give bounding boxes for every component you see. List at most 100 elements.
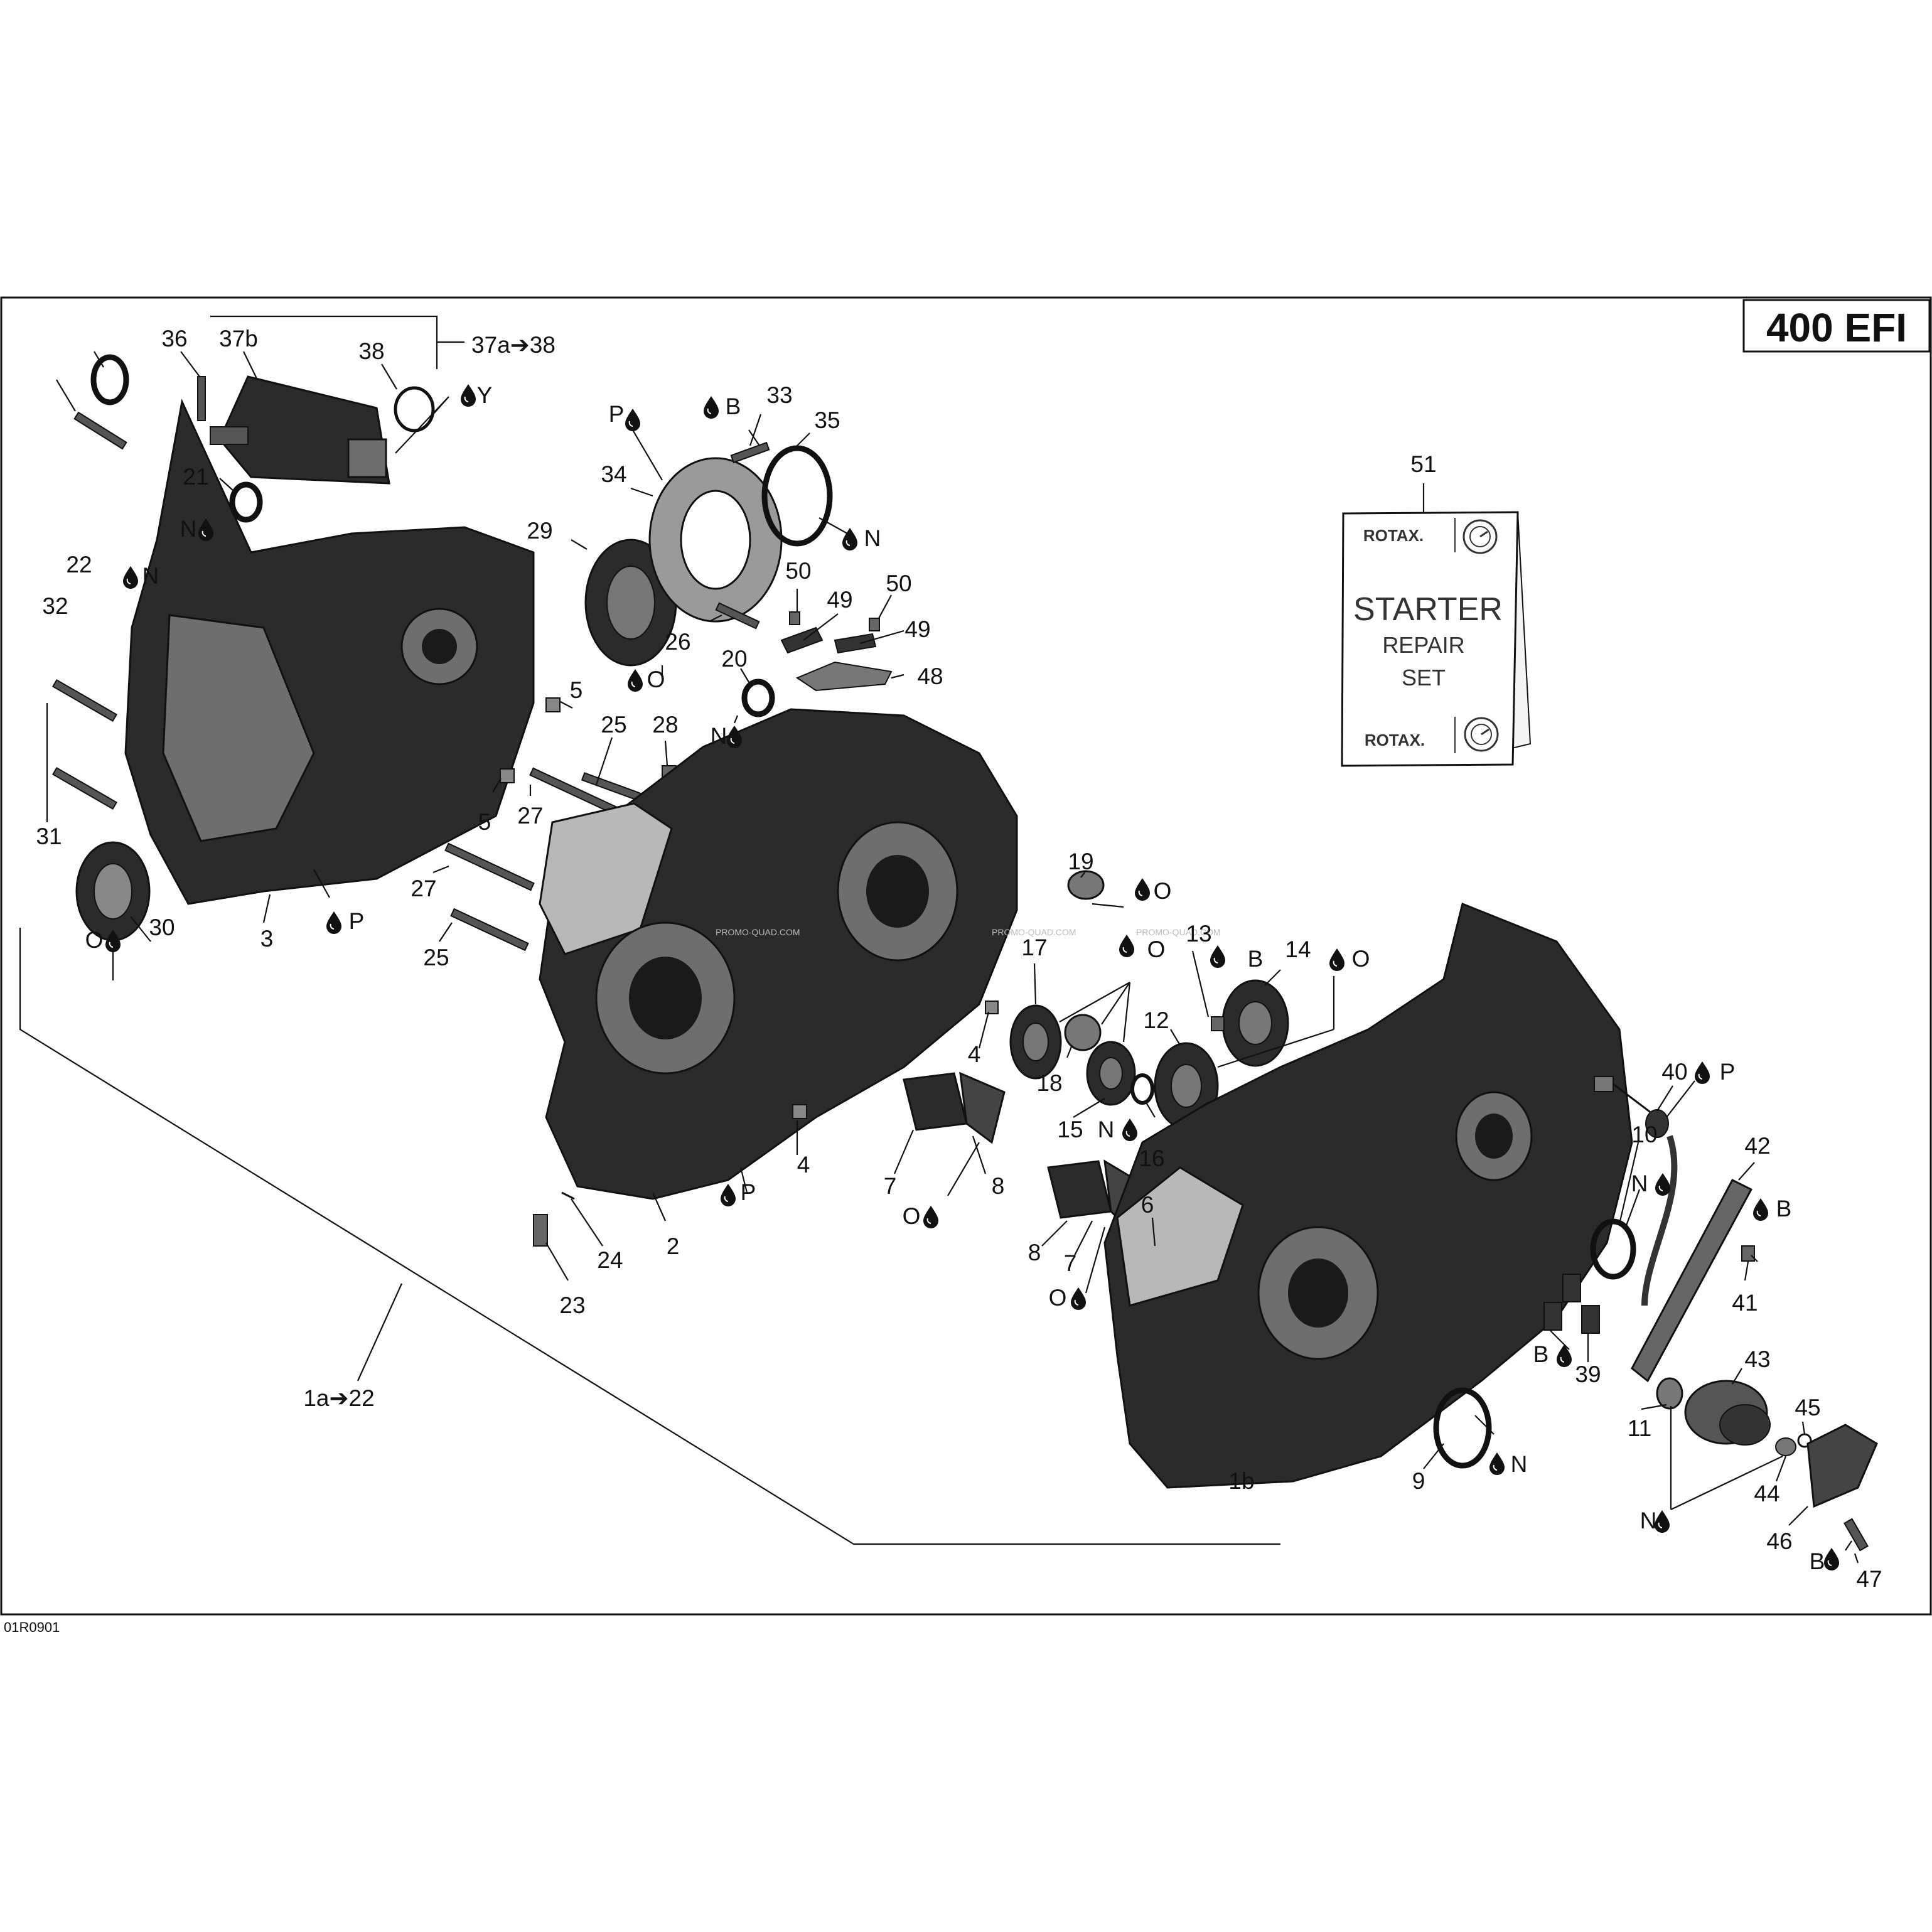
- kit-brand-top: ROTAX.: [1363, 526, 1424, 545]
- callout-o-cluster: O: [1147, 936, 1166, 962]
- callout-p-3: P: [349, 908, 365, 934]
- callout-30: 30: [149, 915, 174, 940]
- callout-n-11: N: [1640, 1508, 1657, 1533]
- seal-16: [1130, 1073, 1154, 1105]
- diagram-frame: [0, 296, 1932, 1616]
- left-crankcase-half: [124, 399, 535, 905]
- starter-repair-kit: ROTAX. STARTER REPAIR SET ROTAX.: [1341, 511, 1532, 767]
- callout-25b: 25: [423, 945, 449, 970]
- bearing-15: [1086, 1041, 1136, 1106]
- callout-37b: 37b: [219, 326, 258, 352]
- callout-o-30: O: [85, 927, 104, 953]
- seal-20: [741, 679, 775, 717]
- model-badge: 400 EFI: [1742, 299, 1931, 353]
- callout-n-22: N: [142, 563, 159, 589]
- callout-5b: 5: [478, 809, 491, 835]
- callout-27b: 27: [411, 876, 436, 901]
- starter-motor: [210, 375, 390, 485]
- callout-46: 46: [1766, 1528, 1792, 1554]
- callout-40: 40: [1661, 1059, 1687, 1085]
- callout-11: 11: [1628, 1415, 1651, 1441]
- callout-8a: 8: [992, 1173, 1005, 1199]
- kit-line1: STARTER: [1353, 591, 1503, 628]
- dowel-5a: [545, 697, 561, 712]
- callout-49b: 49: [904, 616, 930, 642]
- callout-21: 21: [183, 464, 208, 490]
- bearing-30: [75, 841, 151, 942]
- callout-b-47: B: [1810, 1548, 1825, 1574]
- screw-50a: [789, 611, 800, 625]
- callout-12: 12: [1143, 1007, 1169, 1033]
- callout-31: 31: [36, 824, 62, 849]
- bolt-27a: [529, 767, 620, 816]
- spring-44: [1775, 1437, 1796, 1456]
- dowel-5b: [500, 768, 515, 783]
- callout-36: 36: [161, 326, 187, 352]
- callout-2: 2: [667, 1233, 680, 1259]
- callout-28: 28: [652, 712, 678, 738]
- seal-35: [761, 445, 833, 547]
- right-crankcase-half: [1103, 902, 1633, 1489]
- callout-41: 41: [1732, 1290, 1758, 1316]
- callout-26: 26: [665, 629, 690, 655]
- watermark-3: PROMO-QUAD.COM: [1136, 927, 1221, 937]
- kit-brand-bottom: ROTAX.: [1365, 731, 1425, 749]
- callout-34: 34: [601, 461, 626, 487]
- callout-6: 6: [1141, 1192, 1154, 1218]
- watermark-2: PROMO-QUAD.COM: [992, 927, 1076, 937]
- callout-48: 48: [917, 663, 943, 689]
- callout-39: 39: [1575, 1361, 1601, 1387]
- callout-43: 43: [1744, 1346, 1770, 1372]
- callout-o-8: O: [903, 1203, 921, 1229]
- callout-b-13: B: [1248, 946, 1264, 972]
- callout-o-7: O: [1049, 1285, 1067, 1311]
- callout-p-40: P: [1720, 1059, 1736, 1085]
- callout-b-41: B: [1776, 1196, 1792, 1221]
- callout-15: 15: [1057, 1117, 1083, 1142]
- bushing-19: [1067, 870, 1105, 900]
- screw-50b: [869, 618, 880, 631]
- bolt-36: [197, 376, 206, 421]
- callout-o-14: O: [1352, 946, 1370, 972]
- center-crankcase-half: [539, 708, 1018, 1200]
- bolt-31b: [52, 766, 117, 810]
- seal-10: [1590, 1218, 1636, 1280]
- fasteners-39: [1543, 1274, 1600, 1334]
- plate-42: [1631, 1179, 1753, 1383]
- callout-9: 9: [1412, 1468, 1425, 1494]
- callout-32: 32: [42, 593, 68, 619]
- callout-4b: 4: [797, 1152, 810, 1178]
- callout-50a: 50: [785, 558, 811, 584]
- bolt-26: [715, 602, 760, 630]
- bushing-7a-8a: [903, 1071, 1006, 1144]
- seal-9: [1433, 1387, 1492, 1469]
- dowel-4a: [985, 1001, 999, 1014]
- model-badge-text: 400 EFI: [1766, 305, 1907, 350]
- callout-25a: 25: [601, 712, 626, 738]
- callout-50b: 50: [886, 571, 911, 596]
- callout-labels: 36 37b 38 37a➔38 Y 21 N 22 N 32 31 30 O …: [36, 326, 1882, 1592]
- watermark: PROMO-QUAD.COM: [716, 927, 800, 937]
- callout-17: 17: [1021, 935, 1047, 960]
- figure-code: 01R0901: [4, 1619, 60, 1635]
- callout-18: 18: [1036, 1070, 1062, 1096]
- bracket-48: [795, 661, 893, 692]
- callout-n-21: N: [180, 516, 197, 542]
- callout-19: 19: [1068, 849, 1093, 874]
- bolt-32: [73, 411, 127, 450]
- seal-21: [229, 481, 263, 523]
- callout-20: 20: [721, 646, 747, 672]
- assembly-bracket: [19, 928, 1280, 1545]
- ring-plate-34: [648, 457, 783, 623]
- callout-16: 16: [1139, 1146, 1164, 1171]
- callout-37a-38: 37a➔38: [471, 332, 555, 358]
- starter-bracket: [210, 315, 438, 369]
- bolt-25b: [450, 908, 529, 952]
- bolt-33: [730, 441, 770, 464]
- clip-49a: [780, 626, 824, 654]
- callout-3: 3: [260, 926, 274, 952]
- callout-51: 51: [1410, 451, 1436, 477]
- leader-lines: [46, 351, 1859, 1564]
- callout-14: 14: [1285, 936, 1311, 962]
